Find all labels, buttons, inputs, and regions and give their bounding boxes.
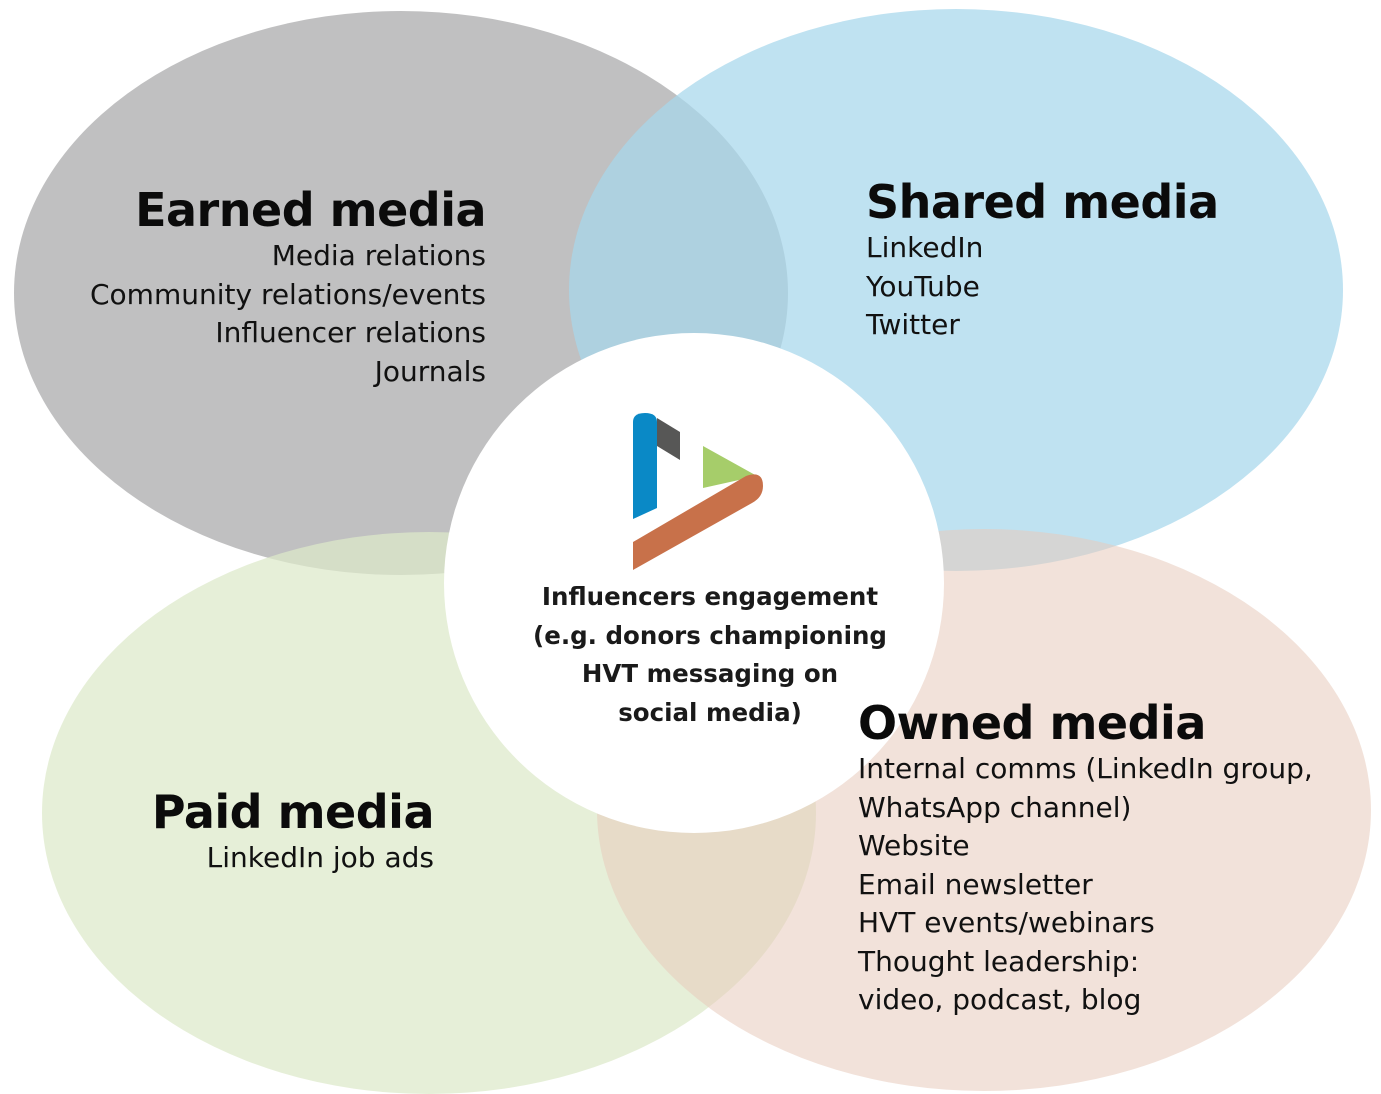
- list-item: Influencer relations: [215, 316, 486, 349]
- center-line: HVT messaging on: [581, 659, 839, 688]
- center-circle: [444, 333, 944, 833]
- list-item: YouTube: [866, 269, 980, 303]
- paid-media-title: Paid media: [151, 785, 435, 839]
- list-item: Internal comms (LinkedIn group,: [858, 752, 1313, 785]
- logo-blue-bar: [633, 413, 657, 519]
- center-line: social media): [618, 697, 802, 727]
- list-item: Thought leadership:: [858, 944, 1140, 978]
- list-item: WhatsApp channel): [858, 790, 1132, 824]
- list-item: Website: [858, 829, 970, 862]
- hvt-logo-icon: [633, 413, 763, 570]
- earned-media-block: Earned media Media relations Community r…: [40, 183, 487, 391]
- list-item: Twitter: [866, 308, 960, 341]
- owned-media-block: Owned media Internal comms (LinkedIn gro…: [858, 696, 1358, 1020]
- list-item: Media relations: [271, 239, 486, 272]
- list-item: video, podcast, blog: [858, 983, 1142, 1016]
- paid-media-list: LinkedIn job ads: [100, 839, 434, 878]
- list-item: LinkedIn job ads: [206, 841, 434, 874]
- logo-gray-flag: [657, 418, 680, 460]
- list-item: Community relations/events: [89, 277, 486, 311]
- earned-media-title: Earned media: [135, 183, 486, 237]
- center-line: (e.g. donors championing: [533, 620, 887, 650]
- center-text: Influencers engagement (e.g. donors cham…: [505, 578, 915, 732]
- earned-media-list: Media relations Community relations/even…: [40, 237, 486, 391]
- paid-media-block: Paid media LinkedIn job ads: [100, 785, 435, 878]
- list-item: LinkedIn: [866, 231, 984, 264]
- list-item: HVT events/webinars: [858, 906, 1155, 939]
- shared-media-list: LinkedIn YouTube Twitter: [866, 229, 1326, 345]
- owned-media-title: Owned media: [858, 696, 1206, 750]
- logo-orange-arrow: [633, 474, 763, 570]
- list-item: Email newsletter: [858, 867, 1093, 901]
- center-line: Influencers engagement: [541, 582, 879, 611]
- owned-media-list: Internal comms (LinkedIn group, WhatsApp…: [858, 750, 1358, 1020]
- shared-media-title: Shared media: [866, 175, 1219, 229]
- shared-media-block: Shared media LinkedIn YouTube Twitter: [866, 175, 1326, 345]
- list-item: Journals: [374, 354, 486, 388]
